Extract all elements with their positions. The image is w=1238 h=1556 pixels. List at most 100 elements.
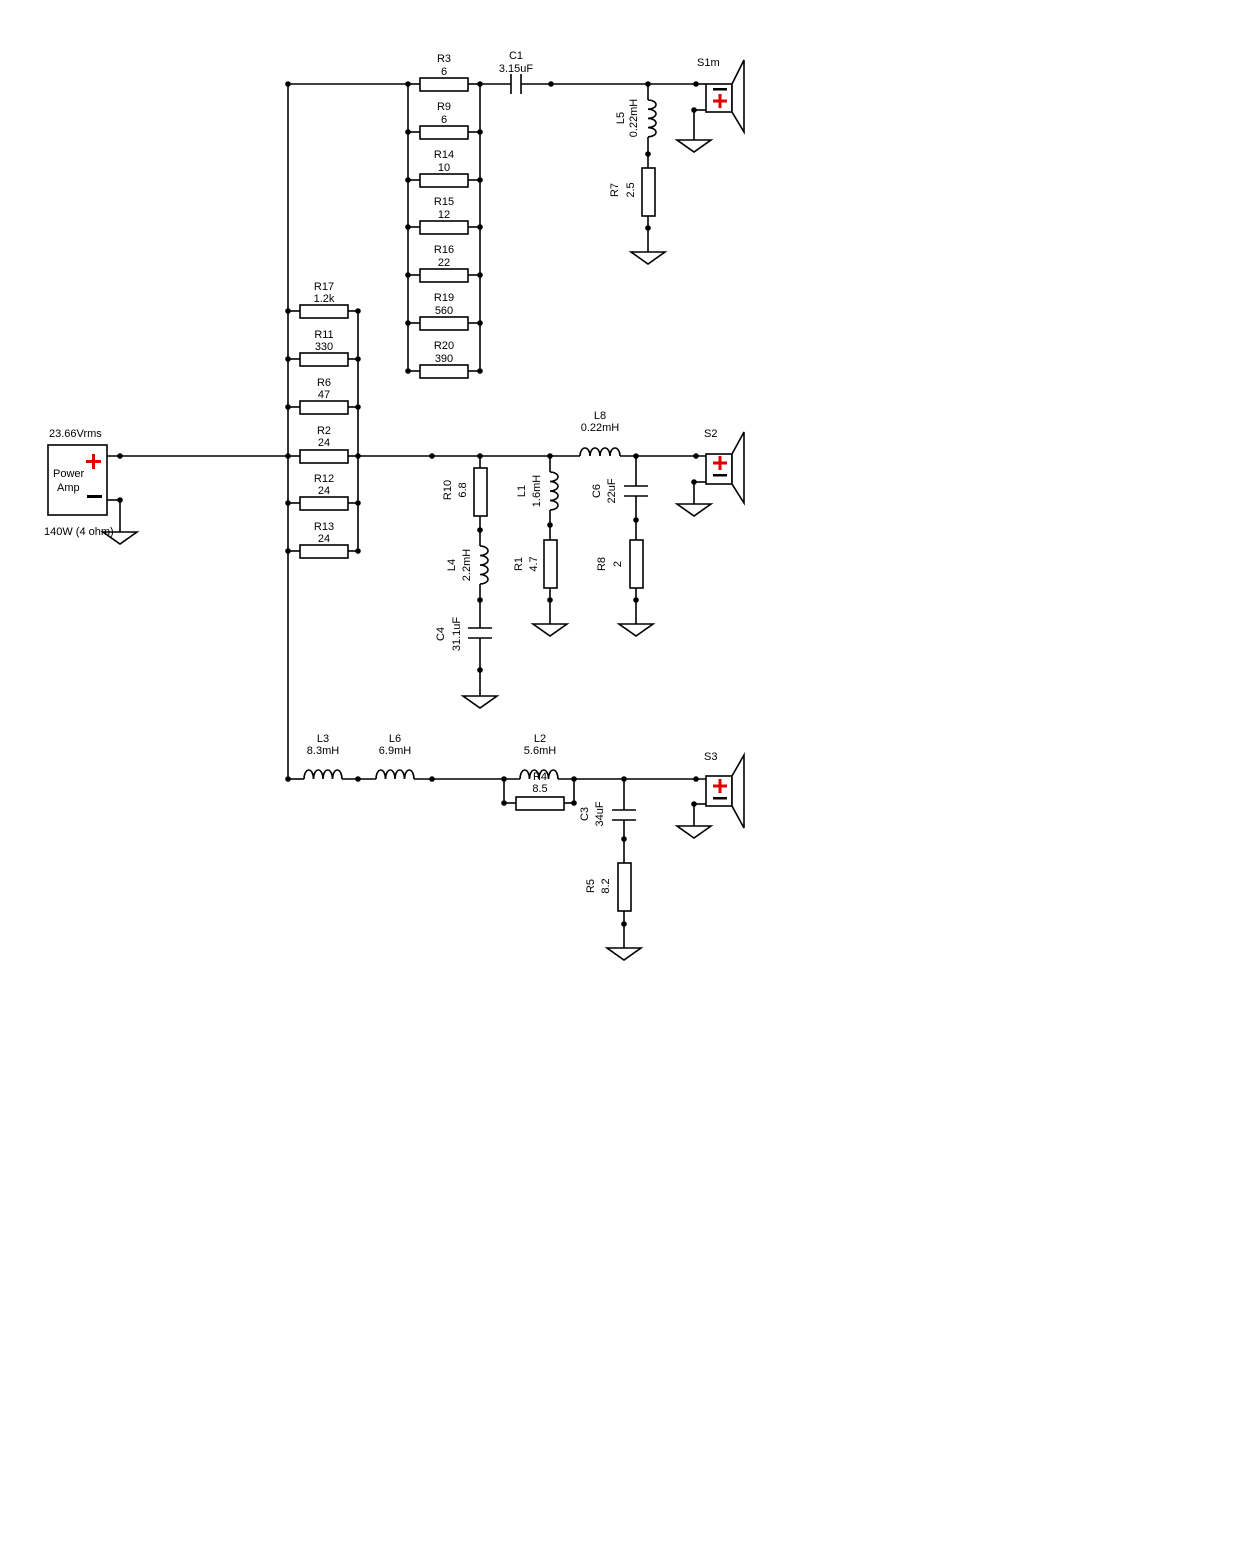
R17-name: R17: [314, 281, 334, 293]
R8-ground-icon: [618, 611, 654, 637]
power-amp: 23.66Vrms Power Amp 140W (4 ohm): [44, 428, 138, 545]
R17-value: 1.2k: [314, 293, 335, 305]
L4-value: 2.2mH: [461, 549, 473, 581]
resistor-R6: [299, 400, 349, 415]
R10-name: R10: [442, 480, 454, 500]
amp-label-line1: Power: [53, 468, 85, 480]
inductor-L2: [519, 769, 559, 780]
L8-value: 0.22mH: [581, 422, 620, 434]
R4-name: R4: [533, 771, 547, 783]
R19-name: R19: [434, 292, 454, 304]
R2-name: R2: [317, 425, 331, 437]
R9-value: 6: [441, 114, 447, 126]
resistor-R8: [629, 539, 644, 589]
tweeter-branch: C1 3.15uF L5 0.22mH R7 2.5 S1m: [499, 50, 745, 265]
amp-minus-icon: [87, 495, 102, 498]
R16-value: 22: [438, 257, 450, 269]
amp-label-line2: Amp: [57, 482, 80, 494]
S3-ground-icon: [676, 813, 712, 839]
L5-name: L5: [615, 112, 627, 124]
L2-value: 5.6mH: [524, 745, 556, 757]
speaker-S2: [705, 431, 745, 506]
resistor-R1: [543, 539, 558, 589]
R15-name: R15: [434, 196, 454, 208]
resistor-R10: [473, 467, 488, 517]
R19-value: 560: [435, 305, 453, 317]
resistor-R5: [617, 862, 632, 912]
R11-name: R11: [314, 329, 333, 341]
resistor-R14: [419, 173, 469, 188]
resistor-R9: [419, 125, 469, 140]
R20-value: 390: [435, 353, 453, 365]
S3-minus-icon: [713, 797, 727, 800]
R2-value: 24: [318, 437, 330, 449]
R8-name: R8: [596, 557, 608, 571]
R7-value: 2.5: [625, 182, 637, 197]
resistor-R4: [515, 796, 565, 811]
inductor-L8: [579, 447, 621, 457]
L6-value: 6.9mH: [379, 745, 411, 757]
R20-name: R20: [434, 340, 454, 352]
wires: [107, 83, 706, 936]
resistor-R11: [299, 352, 349, 367]
tweeter-resistor-bank: R3 6 R9 6 R14 10 R15 12 R16 22 R19 560 R…: [419, 53, 469, 379]
C3-name: C3: [579, 807, 591, 821]
resistor-R12: [299, 496, 349, 511]
capacitor-C3: [612, 809, 636, 821]
R12-name: R12: [314, 473, 334, 485]
resistor-R20: [419, 364, 469, 379]
S2-minus-icon: [713, 474, 727, 477]
R16-name: R16: [434, 244, 454, 256]
C6-name: C6: [591, 484, 603, 498]
resistor-R17: [299, 304, 349, 319]
R5-name: R5: [585, 879, 597, 893]
R11-value: 330: [315, 341, 333, 353]
L8-name: L8: [594, 410, 606, 422]
C4-value: 31.1uF: [451, 617, 463, 652]
L1-name: L1: [516, 485, 528, 497]
amp-power-label: 140W (4 ohm): [44, 526, 114, 538]
resistor-R13: [299, 544, 349, 559]
C6-value: 22uF: [606, 478, 618, 503]
R4-value: 8.5: [532, 783, 547, 795]
R13-name: R13: [314, 521, 334, 533]
L6-name: L6: [389, 733, 401, 745]
C4-name: C4: [435, 627, 447, 641]
L5-value: 0.22mH: [628, 99, 640, 138]
R6-value: 47: [318, 389, 330, 401]
R3-name: R3: [437, 53, 451, 65]
S3-label: S3: [704, 751, 717, 763]
S1m-minus-icon: [713, 88, 727, 91]
R6-name: R6: [317, 377, 331, 389]
L2-name: L2: [534, 733, 546, 745]
R10-value: 6.8: [457, 482, 469, 497]
R7-name: R7: [609, 183, 621, 197]
inductor-L4: [479, 545, 489, 585]
mid-resistor-bank: R17 1.2k R11 330 R6 47 R2 24 R12 24 R13 …: [299, 281, 349, 559]
R5-ground-icon: [606, 935, 642, 961]
inductor-L6: [375, 769, 415, 780]
capacitor-C6: [624, 485, 648, 497]
R9-name: R9: [437, 101, 451, 113]
resistor-R19: [419, 316, 469, 331]
resistor-R16: [419, 268, 469, 283]
R5-value: 8.2: [600, 878, 612, 893]
capacitor-C4: [468, 627, 492, 639]
S1m-ground-icon: [676, 127, 712, 153]
C4-ground-icon: [462, 683, 498, 709]
L3-name: L3: [317, 733, 329, 745]
R15-value: 12: [438, 209, 450, 221]
R1-ground-icon: [532, 611, 568, 637]
inductor-L1: [549, 471, 559, 511]
R1-name: R1: [513, 557, 525, 571]
S2-plus-icon: [713, 456, 727, 470]
resistor-R7: [641, 167, 656, 217]
L4-name: L4: [446, 559, 458, 571]
speaker-S3: [705, 751, 745, 829]
R7-ground-icon: [630, 239, 666, 265]
mid-branch: L8 0.22mH R10 6.8 L4 2.2mH C4 31.1uF L1 …: [435, 410, 745, 709]
amp-voltage-label: 23.66Vrms: [49, 428, 102, 440]
S3-plus-icon: [713, 779, 727, 793]
R14-name: R14: [434, 149, 454, 161]
